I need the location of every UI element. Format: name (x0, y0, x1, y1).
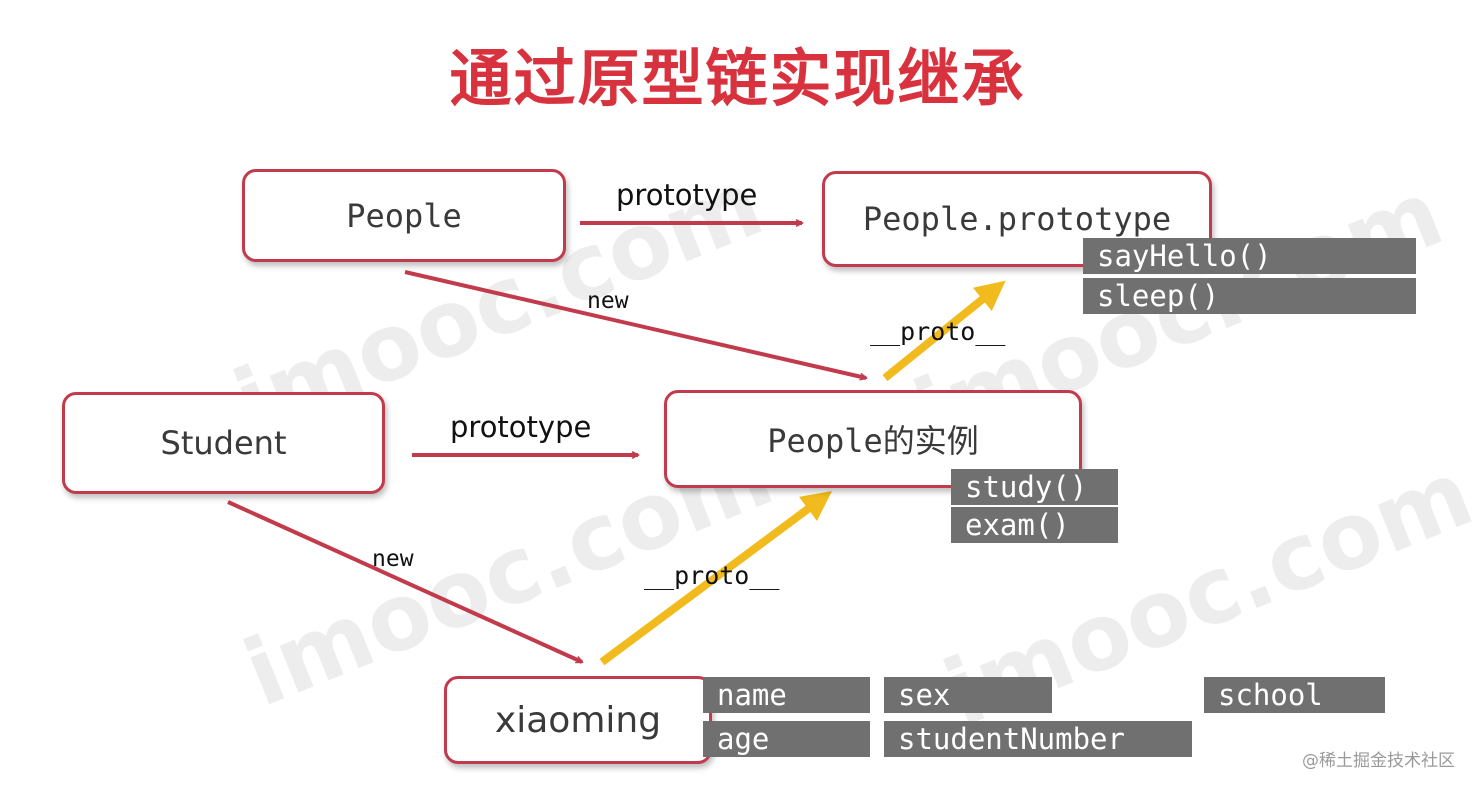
instance-proto-arrow (882, 280, 1006, 382)
people-instance-node: People的实例 (664, 390, 1082, 488)
property-tag-school: school (1204, 677, 1385, 713)
student-new-arrow (227, 500, 582, 664)
property-tag-studentnumber: studentNumber (884, 721, 1192, 757)
people-prototype-node-label: People.prototype (862, 200, 1172, 238)
people-new-arrow (404, 270, 866, 378)
student-new-label: new (372, 546, 414, 572)
instance-proto-label: __proto__ (870, 317, 1006, 346)
property-tag-sex: sex (884, 677, 1052, 713)
xiaoming-proto-label: __proto__ (644, 561, 780, 590)
method-tag-sleep: sleep() (1083, 278, 1416, 314)
student-prototype-label: prototype (450, 410, 592, 444)
page-title: 通过原型链实现继承 (449, 42, 1026, 115)
method-tag-study: study() (951, 469, 1118, 505)
people-new-label: new (587, 288, 629, 314)
people-node: People (242, 169, 566, 262)
student-node: Student (62, 392, 385, 494)
xiaoming-node: xiaoming (444, 676, 712, 764)
property-tag-age: age (703, 721, 870, 757)
method-tag-exam: exam() (951, 507, 1118, 543)
people-instance-node-label: People的实例 (767, 422, 979, 460)
credit-text: @稀土掘金技术社区 (1302, 751, 1455, 771)
xiaoming-proto-arrow (599, 491, 833, 666)
student-node-label: Student (160, 424, 287, 462)
people-prototype-label: prototype (616, 178, 758, 212)
people-node-label: People (346, 196, 462, 235)
xiaoming-node-label: xiaoming (494, 699, 662, 741)
method-tag-sayhello: sayHello() (1083, 238, 1416, 274)
property-tag-name: name (703, 677, 870, 713)
